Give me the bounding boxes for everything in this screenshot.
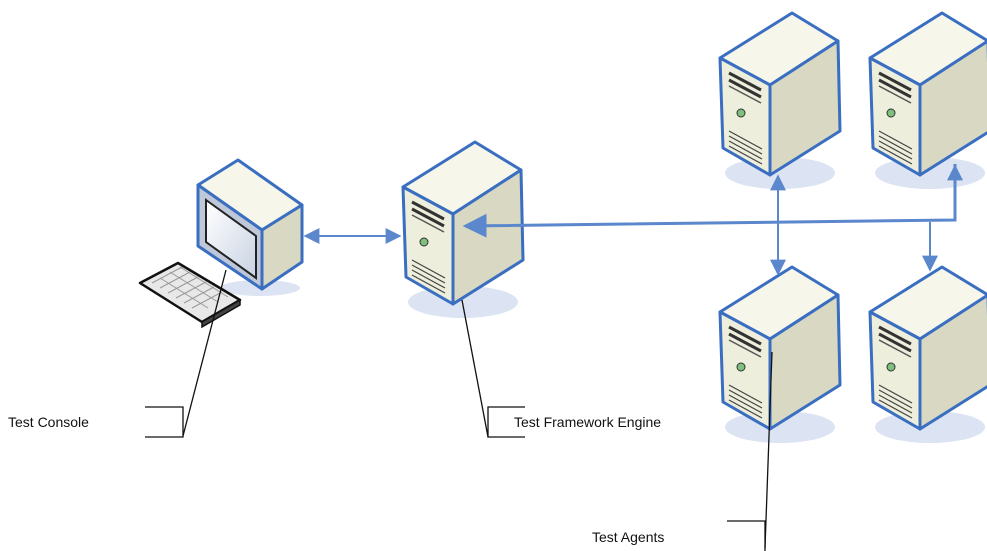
server-tower-icon <box>718 265 842 445</box>
test-agents-callout: Test Agents <box>592 351 773 551</box>
test-framework-engine-server <box>401 140 525 320</box>
test-agent-server-4 <box>868 265 987 445</box>
test-agents-label: Test Agents <box>592 529 664 545</box>
server-tower-icon <box>401 140 525 320</box>
server-tower-icon <box>868 11 987 191</box>
test-framework-engine-callout: Test Framework Engine <box>461 299 661 438</box>
test-framework-engine-label: Test Framework Engine <box>514 414 661 430</box>
server-tower-icon <box>868 265 987 445</box>
server-tower-icon <box>718 11 842 191</box>
test-agent-server-1 <box>718 11 842 191</box>
test-console-label: Test Console <box>8 414 89 430</box>
test-console-callout: Test Console <box>8 269 227 438</box>
test-agent-server-2 <box>868 11 987 191</box>
test-agent-server-3 <box>718 265 842 445</box>
desktop-computer-icon <box>196 158 304 296</box>
keyboard-icon <box>138 261 242 329</box>
test-console-computer <box>138 158 304 329</box>
